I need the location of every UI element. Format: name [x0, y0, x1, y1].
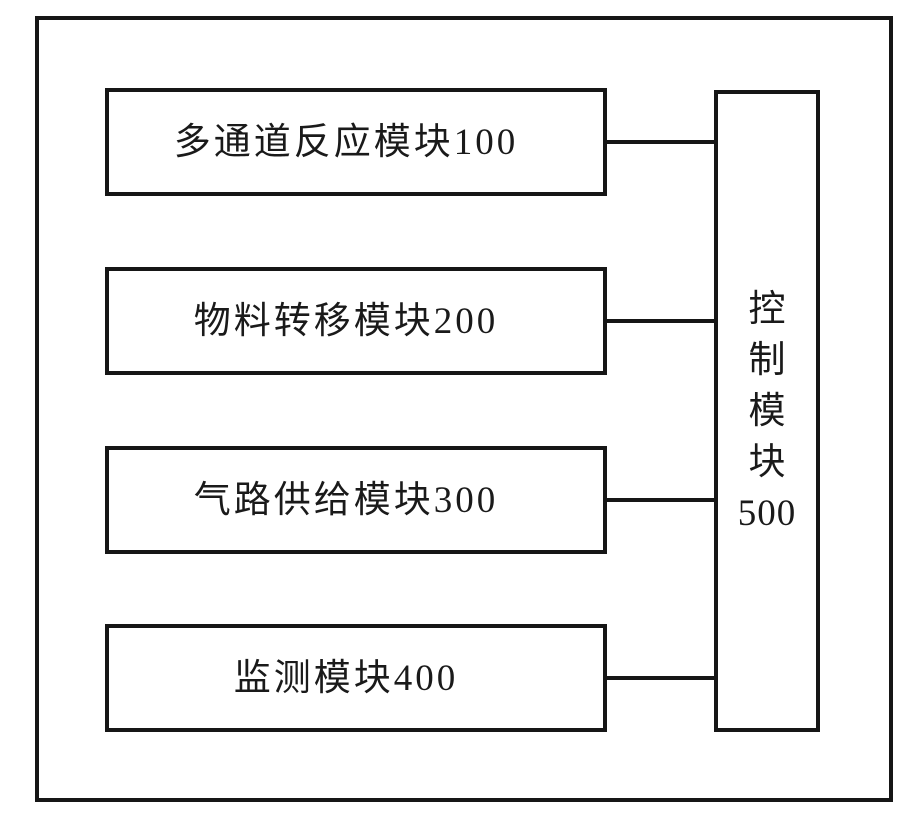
module-box-400: 监测模块400: [105, 624, 607, 732]
connector-module-200-to-control: [607, 319, 714, 323]
control-label-char-4: 块: [748, 441, 786, 483]
module-label-400: 监测模块400: [233, 657, 459, 699]
control-module-box-500: 控 制 模 块 500: [714, 90, 820, 732]
module-label-200: 物料转移模块200: [193, 300, 499, 342]
connector-module-300-to-control: [607, 498, 714, 502]
control-label-char-1: 控: [748, 288, 786, 330]
control-label-char-3: 模: [748, 390, 786, 432]
control-label-char-2: 制: [748, 339, 786, 381]
control-label-number: 500: [737, 492, 797, 534]
module-box-200: 物料转移模块200: [105, 267, 607, 375]
module-label-100: 多通道反应模块100: [173, 121, 519, 163]
connector-module-400-to-control: [607, 676, 714, 680]
module-box-100: 多通道反应模块100: [105, 88, 607, 196]
figure-outer-border: [35, 16, 893, 802]
connector-module-100-to-control: [607, 140, 714, 144]
module-label-300: 气路供给模块300: [193, 479, 499, 521]
module-box-300: 气路供给模块300: [105, 446, 607, 554]
